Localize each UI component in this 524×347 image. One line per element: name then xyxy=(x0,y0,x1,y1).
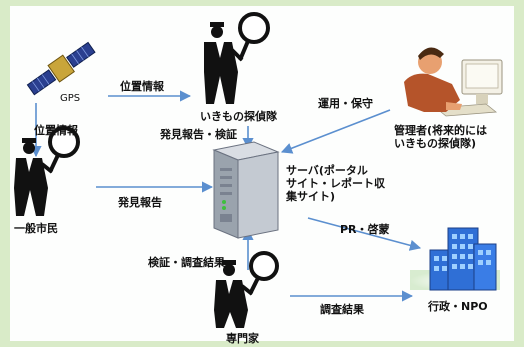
edge-label-expert-government: 調査結果 xyxy=(320,303,364,316)
edge-label-citizen-server: 発見報告 xyxy=(118,196,162,209)
expert-label: 専門家 xyxy=(226,332,259,345)
satellite-icon xyxy=(26,41,96,96)
admin-person-icon xyxy=(404,47,503,117)
arrow-admin-server xyxy=(280,109,391,154)
edge-label-gps-explorer: 位置情報 xyxy=(120,80,164,93)
server-label: サーバ(ポータル サイト・レポート収 集サイト) xyxy=(286,164,385,203)
edge-label-gps-citizen: 位置情報 xyxy=(34,124,78,137)
edge-label-expert-server: 検証・調査結果 xyxy=(148,256,225,269)
edge-label-server-government: PR・啓蒙 xyxy=(340,223,390,236)
edge-label-admin-server: 運用・保守 xyxy=(318,97,373,110)
expert-figure-icon xyxy=(214,251,279,328)
arrow-server-government xyxy=(307,217,422,251)
explorer-label: いきもの探偵隊 xyxy=(200,110,277,123)
citizen-label: 一般市民 xyxy=(14,222,58,235)
gps-label: GPS xyxy=(60,93,81,104)
explorer-figure-icon xyxy=(204,12,270,104)
government-label: 行政・NPO xyxy=(428,300,488,313)
government-building-icon xyxy=(410,227,500,291)
server-icon xyxy=(212,141,280,239)
admin-label: 管理者(将来的には いきもの探偵隊) xyxy=(394,124,488,150)
edge-label-explorer-server: 発見報告・検証 xyxy=(160,128,237,141)
citizen-figure-icon xyxy=(14,126,80,216)
